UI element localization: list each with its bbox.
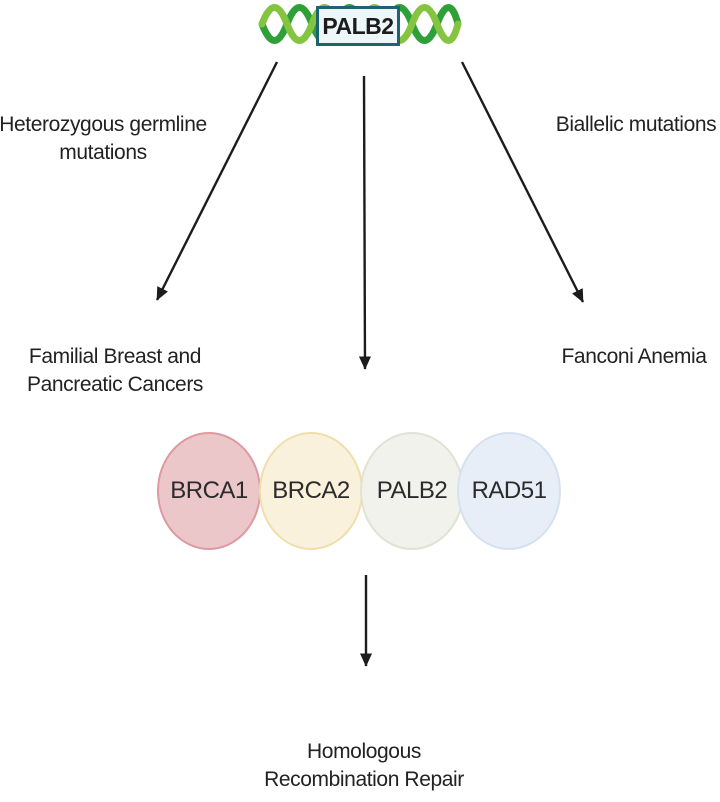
outcome-left-line1: Familial Breast and: [28, 345, 202, 368]
right-branch-label-text: Biallelic mutations: [555, 113, 717, 136]
protein-oval-rad51: RAD51: [457, 432, 561, 550]
protein-oval-brca1: BRCA1: [157, 432, 261, 550]
result-line1: Homologous: [307, 740, 421, 763]
left-branch-label-line2: mutations: [59, 141, 147, 164]
outcome-right-label: Fanconi Anemia: [534, 343, 720, 371]
outcome-right-text: Fanconi Anemia: [561, 345, 707, 368]
protein-label-brca1: BRCA1: [170, 477, 248, 504]
protein-oval-palb2: PALB2: [360, 432, 464, 550]
result-label: Homologous Recombination Repair: [244, 738, 484, 794]
left-branch-label: Heterozygous germline mutations: [0, 111, 216, 167]
gene-box: PALB2: [316, 6, 400, 46]
outcome-left-label: Familial Breast and Pancreatic Cancers: [5, 343, 225, 399]
gene-box-label: PALB2: [322, 12, 394, 39]
outcome-left-line2: Pancreatic Cancers: [26, 373, 204, 396]
arrow-middle-branch: [358, 75, 371, 370]
protein-label-rad51: RAD51: [471, 477, 547, 504]
result-line2: Recombination Repair: [264, 768, 464, 791]
arrow-right-branch: [460, 61, 585, 303]
left-branch-label-line1: Heterozygous germline: [0, 113, 207, 136]
protein-oval-brca2: BRCA2: [259, 432, 363, 550]
arrow-left-branch: [155, 61, 279, 301]
protein-label-palb2: PALB2: [376, 477, 448, 504]
right-branch-label: Biallelic mutations: [536, 111, 720, 139]
protein-label-brca2: BRCA2: [272, 477, 350, 504]
